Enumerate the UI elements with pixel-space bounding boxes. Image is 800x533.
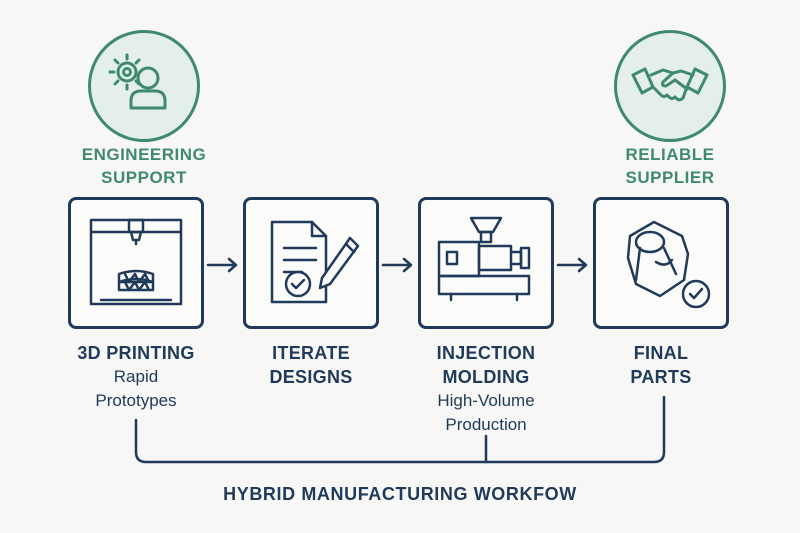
supplier-label-line2: SUPPLIER: [625, 168, 715, 187]
step-box-final-parts: [593, 197, 729, 329]
step-box-iterate-designs: [243, 197, 379, 329]
step-1-subtitle-line1: Rapid: [113, 367, 159, 386]
engineering-label-line1: ENGINEERING: [81, 145, 207, 164]
step-1-title: 3D PRINTING: [77, 343, 195, 363]
reliable-supplier-label: RELIABLE SUPPLIER: [588, 143, 752, 189]
final-part-check-icon: [626, 220, 711, 309]
step-label-iterate-designs: ITERATE DESIGNS: [221, 341, 401, 389]
arrow-1-to-2: [206, 257, 238, 273]
injection-molder-icon: [437, 216, 531, 302]
step-3-subtitle-line1: High-Volume: [437, 391, 535, 410]
step-1-subtitle-line2: Prototypes: [95, 391, 177, 410]
engineering-support-label: ENGINEERING SUPPORT: [58, 143, 230, 189]
step-label-3d-printing: 3D PRINTING Rapid Prototypes: [46, 341, 226, 413]
step-3-title-line2: MOLDING: [442, 367, 530, 387]
step-2-title-line2: DESIGNS: [269, 367, 353, 387]
arrow-3-to-4: [556, 257, 588, 273]
step-box-3d-printing: [68, 197, 204, 329]
engineering-support-badge: [88, 30, 200, 142]
step-4-title-line1: FINAL: [633, 343, 689, 363]
step-2-title-line1: ITERATE: [272, 343, 350, 363]
feedback-bracket: [134, 395, 666, 464]
document-pencil-icon: [270, 220, 360, 304]
gear-person-icon: [108, 53, 167, 110]
step-box-injection-molding: [418, 197, 554, 329]
arrow-2-to-3: [381, 257, 413, 273]
workflow-caption: HYBRID MANUFACTURING WORKFOW: [223, 484, 577, 504]
handshake-icon: [631, 67, 709, 102]
reliable-supplier-badge: [614, 30, 726, 142]
step-3-title-line1: INJECTION: [436, 343, 536, 363]
step-4-title-line2: PARTS: [630, 367, 692, 387]
step-label-injection-molding: INJECTION MOLDING High-Volume Production: [396, 341, 576, 437]
step-3-subtitle-line2: Production: [445, 415, 527, 434]
3d-printer-icon: [89, 218, 183, 306]
engineering-label-line2: SUPPORT: [101, 168, 187, 187]
supplier-label-line1: RELIABLE: [625, 145, 715, 164]
step-label-final-parts: FINAL PARTS: [571, 341, 751, 389]
